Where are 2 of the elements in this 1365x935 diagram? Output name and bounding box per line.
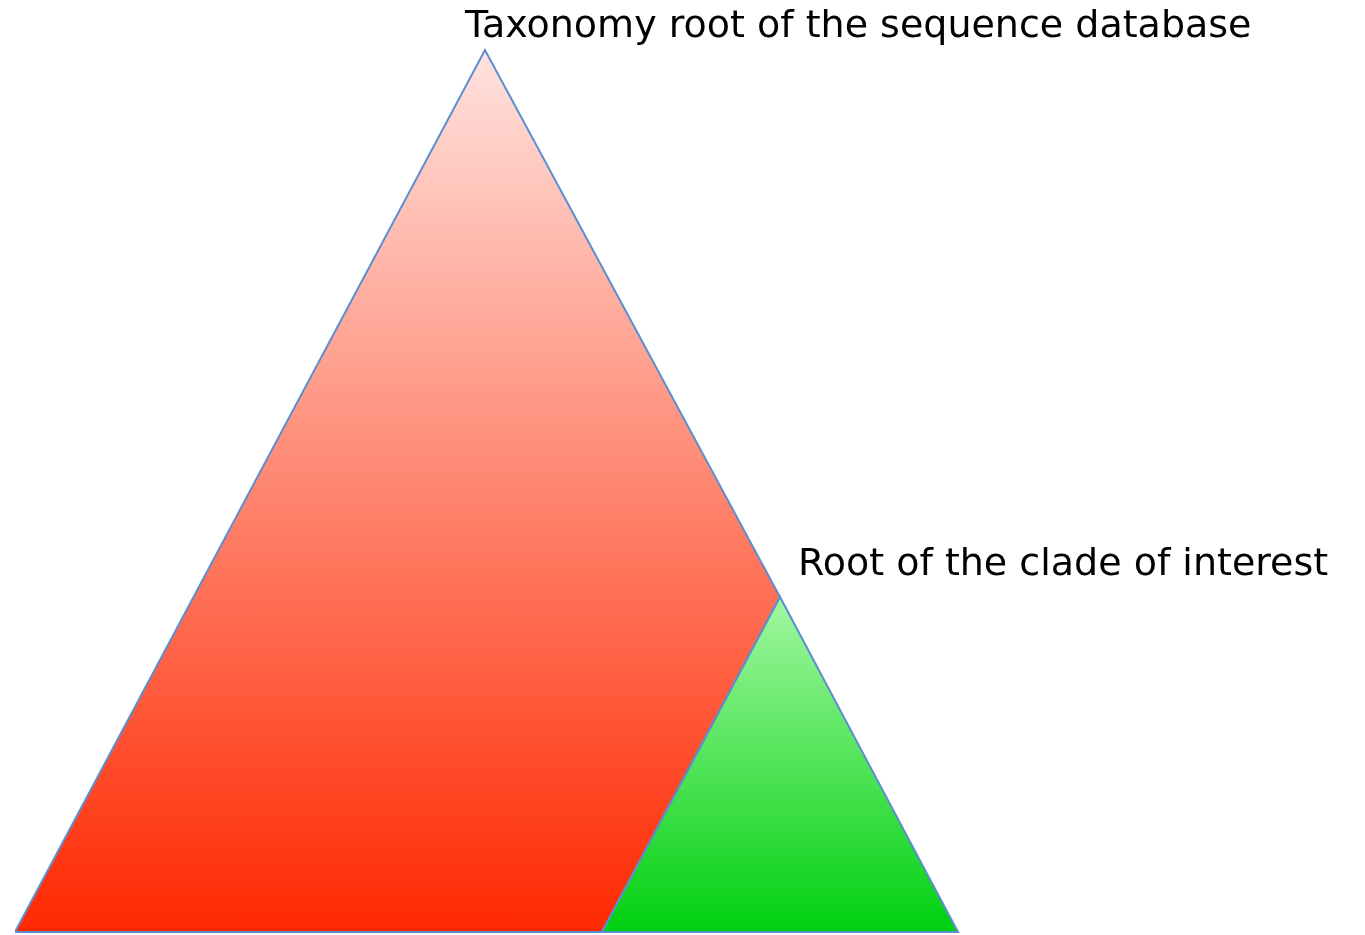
root-label: Root of the clade of interest (798, 540, 1329, 584)
root-label: Taxonomy root of the sequence database (465, 2, 1252, 46)
